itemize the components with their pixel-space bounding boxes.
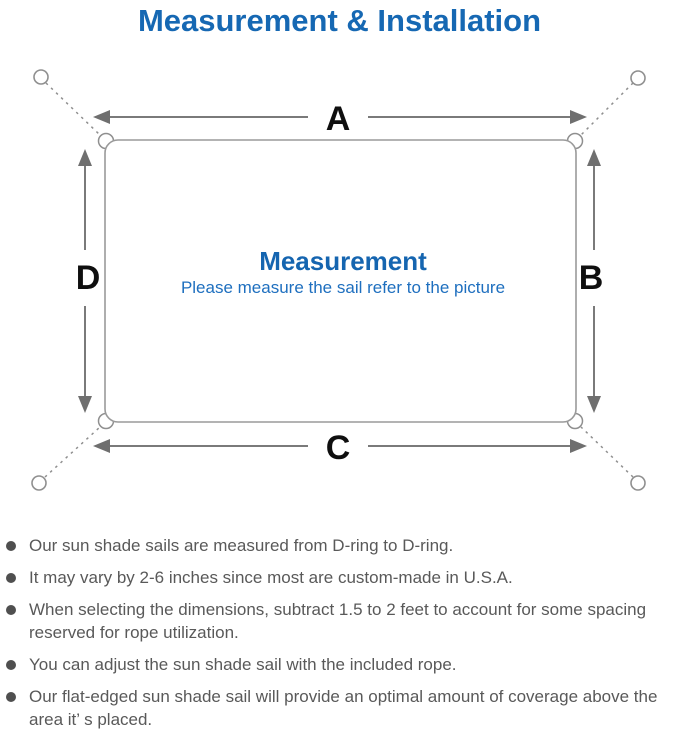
anchor-circle-top-left	[33, 69, 49, 85]
arrowhead-a-right	[570, 110, 587, 124]
rope-top-right	[580, 82, 634, 136]
rope-top-left	[45, 82, 101, 136]
anchor-circle-bottom-left	[31, 475, 47, 491]
rope-bottom-right	[580, 426, 634, 478]
note-text: When selecting the dimensions, subtract …	[29, 600, 647, 642]
dimension-arrow-d	[78, 149, 92, 413]
arrowhead-c-left	[93, 439, 110, 453]
dimension-arrow-b	[587, 149, 601, 413]
bullet-icon	[6, 692, 16, 702]
dimension-arrow-c	[93, 439, 587, 453]
bullet-icon	[6, 660, 16, 670]
diagram-center-title: Measurement	[259, 246, 427, 276]
list-item: It may vary by 2-6 inches since most are…	[6, 566, 672, 589]
bullet-icon	[6, 573, 16, 583]
arrowhead-a-left	[93, 110, 110, 124]
list-item: Our flat-edged sun shade sail will provi…	[6, 685, 672, 731]
notes-list: Our sun shade sails are measured from D-…	[6, 534, 672, 739]
note-text: It may vary by 2-6 inches since most are…	[29, 568, 513, 587]
list-item: When selecting the dimensions, subtract …	[6, 598, 672, 644]
list-item: You can adjust the sun shade sail with t…	[6, 653, 672, 676]
dimension-label-c: C	[326, 429, 351, 467]
note-text: Our sun shade sails are measured from D-…	[29, 536, 454, 555]
dimension-label-b: B	[579, 259, 604, 297]
arrowhead-d-top	[78, 149, 92, 166]
anchor-circle-bottom-right	[630, 475, 646, 491]
list-item: Our sun shade sails are measured from D-…	[6, 534, 672, 557]
sail-measurement-diagram: A B C D Measurement Please measure the s…	[31, 69, 646, 491]
arrowhead-b-bottom	[587, 396, 601, 413]
anchor-circle-top-right	[630, 70, 646, 86]
arrowhead-b-top	[587, 149, 601, 166]
rope-bottom-left	[44, 426, 101, 478]
dimension-arrow-a	[93, 110, 587, 124]
diagram-center-subtitle: Please measure the sail refer to the pic…	[181, 278, 505, 297]
page-title: Measurement & Installation	[137, 3, 542, 38]
sail-rectangle	[104, 139, 577, 423]
note-text: Our flat-edged sun shade sail will provi…	[29, 687, 658, 729]
dimension-label-a: A	[326, 100, 351, 138]
dimension-label-d: D	[76, 259, 101, 297]
note-text: You can adjust the sun shade sail with t…	[29, 655, 457, 674]
bullet-icon	[6, 541, 16, 551]
corner-rope-lines	[44, 82, 634, 478]
arrowhead-d-bottom	[78, 396, 92, 413]
arrowhead-c-right	[570, 439, 587, 453]
bullet-icon	[6, 605, 16, 615]
anchor-points	[31, 69, 646, 491]
